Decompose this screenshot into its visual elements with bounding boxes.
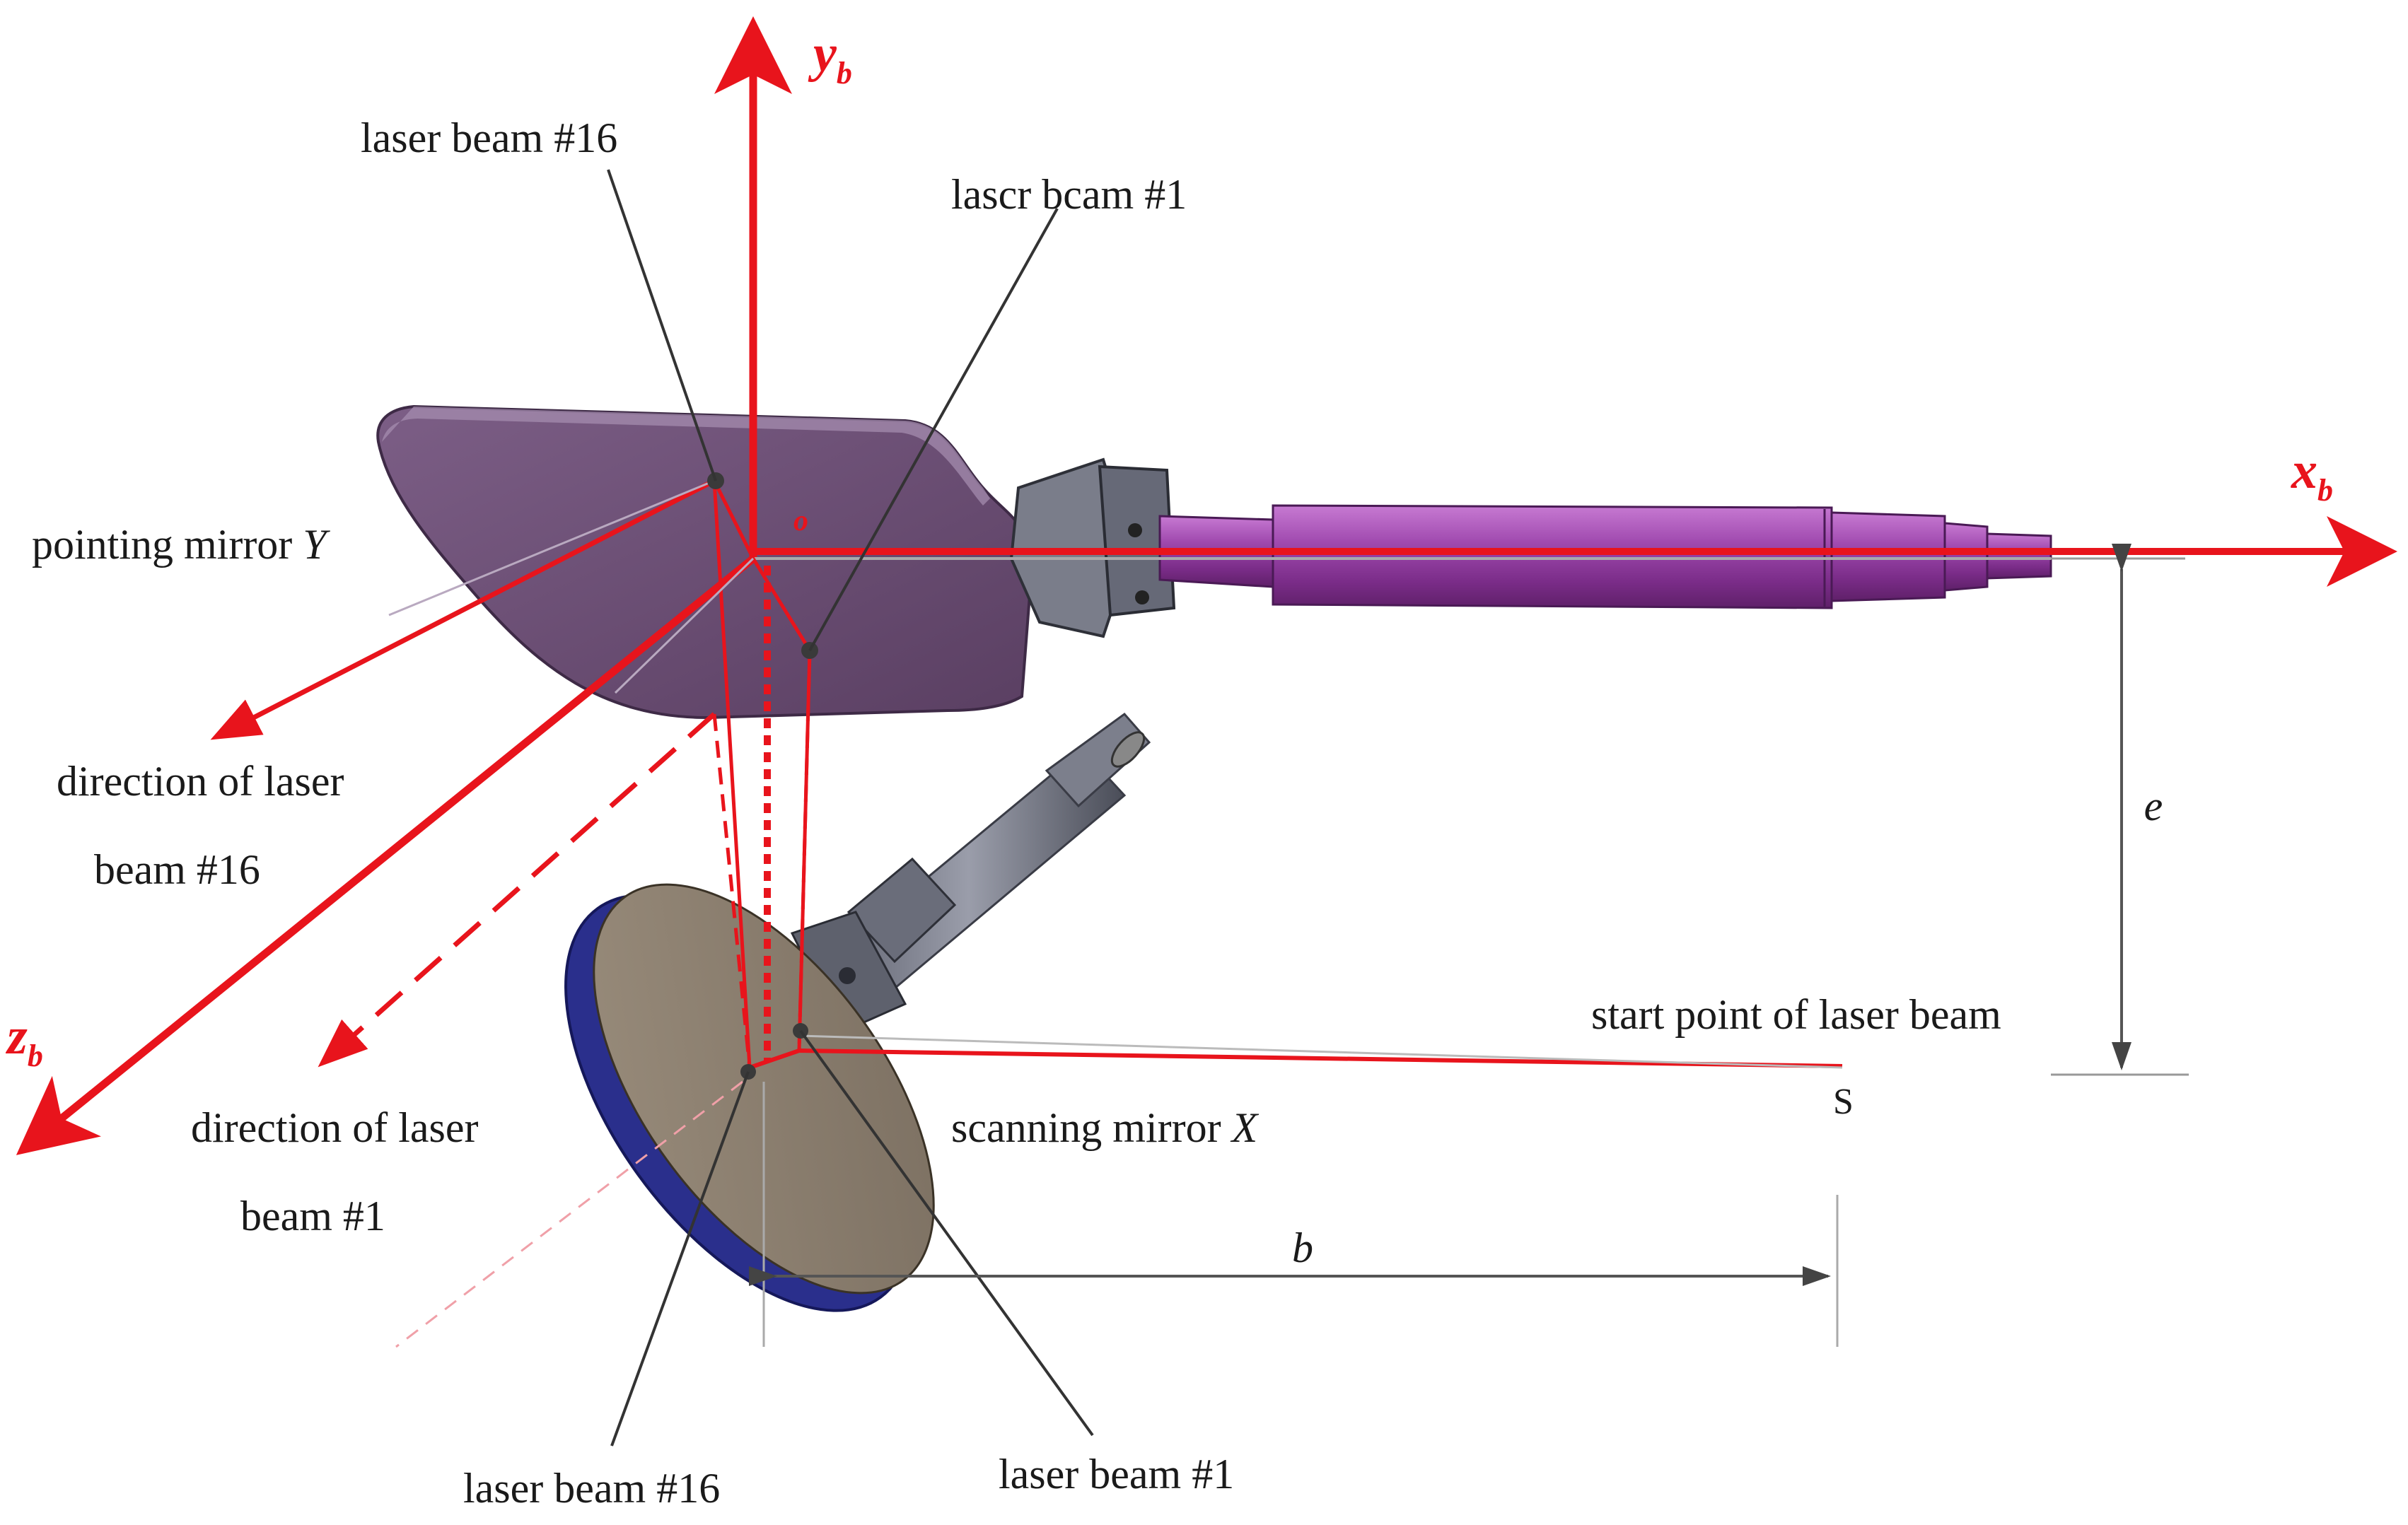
leader-beam-1-top — [808, 208, 1059, 651]
dimension-b-label: b — [1292, 1225, 1313, 1271]
label-direction-1-line2: beam #1 — [240, 1193, 385, 1239]
z-axis-label: zb — [5, 1007, 43, 1073]
label-laser-beam-16-bottom: laser beam #16 — [463, 1465, 720, 1512]
label-scanning-mirror: scanning mirror X — [951, 1104, 1260, 1151]
label-laser-beam-16-top: laser beam #16 — [361, 115, 617, 161]
y-axis-label: yb — [808, 25, 852, 90]
beam-dashed-left — [712, 713, 752, 1068]
label-s-point: S — [1833, 1082, 1854, 1122]
pointing-mirror-shaft — [1158, 504, 2052, 609]
direction-beam-16-arrow — [210, 478, 716, 740]
laser-beam-paths — [210, 478, 1843, 1348]
pointing-mirror-y — [376, 404, 1035, 720]
label-direction-16-line2: beam #16 — [94, 846, 260, 893]
origin-label: o — [793, 505, 808, 537]
scanning-mirror-shaft — [790, 712, 1151, 1034]
incident-beam — [749, 1048, 1843, 1070]
label-start-point: start point of laser beam — [1591, 991, 2001, 1038]
label-pointing-mirror: pointing mirror Y — [32, 521, 330, 568]
leader-lines — [607, 169, 1094, 1447]
x-axis-label: xb — [2291, 442, 2333, 508]
label-direction-1-line1: direction of laser — [191, 1104, 479, 1151]
beam-gray-reflect-2 — [614, 557, 755, 694]
dimension-e-label: e — [2144, 783, 2163, 829]
beam-dashed-right — [797, 650, 812, 1051]
beam-pink-dashed — [395, 1080, 743, 1348]
leader-beam-1-bottom — [799, 1029, 1094, 1437]
leader-beam-16-top — [607, 169, 717, 481]
incident-beam-gray — [798, 1034, 1843, 1069]
beam-gray-reflect-1 — [388, 479, 715, 617]
dimension-b: b — [749, 1082, 1839, 1347]
dimension-e: e — [2051, 544, 2189, 1076]
coordinate-axes — [16, 16, 2397, 1155]
leader-beam-16-bottom — [610, 1071, 750, 1447]
direction-beam-1-arrow — [318, 712, 716, 1068]
label-direction-16-line1: direction of laser — [57, 758, 344, 805]
z-axis — [16, 555, 756, 1155]
label-laser-beam-1-top: lascr bcam #1 — [951, 171, 1187, 218]
label-laser-beam-1-bottom: laser beam #1 — [999, 1451, 1234, 1497]
